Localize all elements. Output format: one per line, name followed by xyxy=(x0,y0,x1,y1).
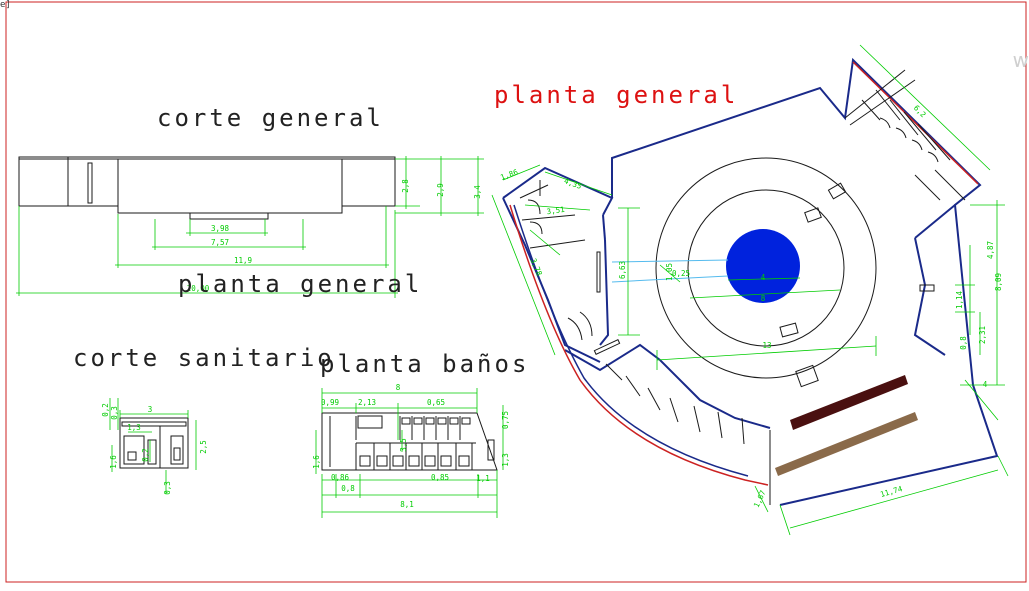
planta-general-circles xyxy=(655,157,877,379)
planta-general-radial-seats xyxy=(605,363,745,445)
corte-sanitario-drawing xyxy=(119,417,189,469)
dimension-label: 3,51 xyxy=(546,205,565,216)
dimension-label: 0,8 xyxy=(341,484,355,493)
dimension-label: 3,4 xyxy=(473,185,482,199)
dimension-label: 6,2 xyxy=(912,103,928,119)
dimension-label: 8,1 xyxy=(400,500,414,509)
title-planta-general-main: planta general xyxy=(494,81,739,109)
dimension-label: 7,57 xyxy=(211,238,229,247)
dimension-label: 1,6 xyxy=(109,455,118,469)
dimension-label: 0,99 xyxy=(321,398,339,407)
dimension-label: 2,9 xyxy=(436,183,445,197)
dimension-label: 11,74 xyxy=(879,484,904,499)
dimension-label: 0,2 xyxy=(141,448,150,462)
dimension-label: 8 xyxy=(396,383,401,392)
dimension-label: 4 xyxy=(761,273,766,282)
dimension-label: 0,65 xyxy=(427,398,445,407)
title-planta-banos: planta baños xyxy=(320,350,530,378)
dimension-label: 0,85 xyxy=(431,473,449,482)
dimension-label: 2,13 xyxy=(358,398,376,407)
planta-general-curved-wall-inner xyxy=(513,204,749,477)
planta-general-curved-wall xyxy=(509,204,769,486)
dimension-label: 11,9 xyxy=(234,256,252,265)
dimension-label: 1,3 xyxy=(501,453,510,467)
dimension-label: 1,05 xyxy=(665,263,674,281)
dimension-label: 1,86 xyxy=(499,167,520,182)
dimension-label: 2,8 xyxy=(401,179,410,193)
dimension-label: 0,3 xyxy=(110,406,119,420)
dimension-label: 2,31 xyxy=(978,326,987,344)
planta-banos-drawing xyxy=(321,412,498,471)
planta-general-furniture xyxy=(593,182,935,388)
dimension-label: 1,3 xyxy=(127,423,141,432)
corner-mark: e] xyxy=(0,0,11,10)
dimension-label: 2,5 xyxy=(199,440,208,454)
dimension-label: 4,87 xyxy=(986,241,995,259)
central-pool xyxy=(726,229,800,303)
dimension-label: 6,63 xyxy=(618,261,627,279)
dimension-label: 0,2 xyxy=(101,403,110,417)
bench-brown xyxy=(775,412,918,476)
planta-general-left-rooms xyxy=(519,180,601,341)
dimension-label: 0,86 xyxy=(331,473,350,482)
dimension-label: 1,6 xyxy=(312,455,321,469)
title-corte-general: corte general xyxy=(157,104,384,132)
corte-sanitario-dimensions xyxy=(109,398,197,494)
bench-dark xyxy=(790,375,908,430)
corte-general-drawing xyxy=(18,156,396,220)
dimension-label: 20,00 xyxy=(187,284,210,293)
dimension-label: 3 xyxy=(148,405,153,414)
dimension-label: 8 xyxy=(761,294,766,303)
dimension-label: 1,1 xyxy=(476,474,490,483)
dimension-label: 4,35 xyxy=(563,176,583,191)
pool-link-lines xyxy=(611,259,729,283)
title-corte-sanitario: corte sanitario xyxy=(73,344,335,372)
sheet-frame xyxy=(5,1,1027,583)
planta-banos-dimensions xyxy=(315,388,504,518)
dimension-label: 0,8 xyxy=(959,336,968,350)
dimension-label: 4 xyxy=(983,380,988,389)
dimension-label: 3,98 xyxy=(211,224,230,233)
title-planta-general-left: planta general xyxy=(178,270,423,298)
dimension-label: 8,09 xyxy=(994,273,1003,291)
planta-general-restroom-stalls xyxy=(844,69,966,201)
dimension-label: 0,3 xyxy=(163,481,172,495)
dimension-label: 0,25 xyxy=(672,269,690,278)
dimension-label: 0,75 xyxy=(501,411,510,429)
planta-general-dimensions xyxy=(491,44,1009,536)
restroom-edge xyxy=(852,61,979,185)
dimension-label: 3,5 xyxy=(399,438,408,452)
corte-general-dimensions xyxy=(16,156,484,298)
dimension-label: 13 xyxy=(762,341,771,350)
dimension-label: 1,14 xyxy=(955,290,964,309)
watermark: w xyxy=(1012,48,1029,72)
